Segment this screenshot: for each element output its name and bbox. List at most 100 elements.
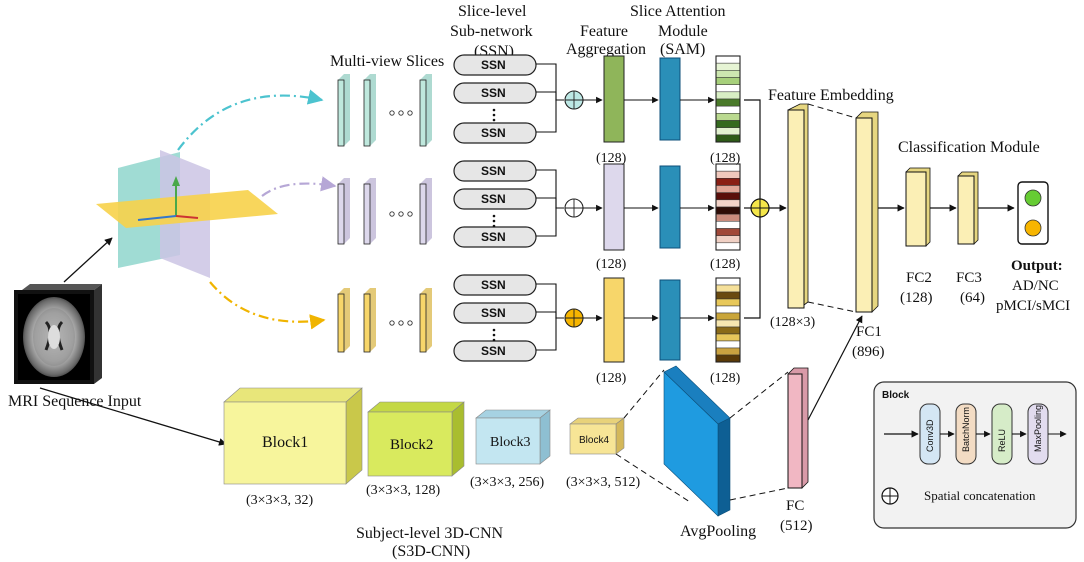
legend-pill-label: ReLU <box>997 429 1007 452</box>
attention-cell <box>715 105 741 114</box>
attention-cell <box>715 221 741 229</box>
attention-cell <box>715 277 741 286</box>
attention-cell <box>715 170 741 179</box>
feature-aggregation-bar <box>603 163 625 251</box>
ssn-pill <box>453 54 537 76</box>
ssn-label: SSN <box>481 58 506 72</box>
attention-bar <box>715 163 741 251</box>
fc-bar <box>787 373 803 489</box>
feature-embedding-label: Feature Embedding <box>768 87 894 104</box>
fc1-bar <box>855 117 873 313</box>
attention-cell <box>715 206 741 215</box>
attention-bar <box>715 55 741 143</box>
block2-label: Block2 <box>390 437 433 453</box>
attention-cell <box>715 298 741 307</box>
legend-pill-label: BatchNorm <box>961 407 971 452</box>
block4-cube <box>569 417 625 455</box>
ssn-label: SSN <box>481 192 506 206</box>
mri-to-cnn-arrow <box>39 387 227 446</box>
ellipsis-dot <box>389 320 395 326</box>
slice-plate <box>337 293 345 353</box>
slices-lavender <box>337 178 432 245</box>
att-dim-row1: (128) <box>710 151 741 166</box>
attention-cell <box>715 84 741 93</box>
legend-title: Block <box>882 390 910 401</box>
block1-cube <box>223 387 363 485</box>
output-line1: AD/NC <box>1012 278 1059 294</box>
ssn-pill <box>453 160 537 182</box>
feature-embedding-bar <box>787 109 805 309</box>
slice-plate <box>363 183 371 245</box>
ssn-title-line2: Sub-network <box>450 23 533 40</box>
att1-to-concat <box>744 99 761 199</box>
feature-aggregation-line1: Feature <box>580 23 628 40</box>
yellow-view-arrow <box>209 281 326 330</box>
sam-title-line2: Module <box>658 23 708 40</box>
attention-cell <box>715 340 741 349</box>
sam-title-line1: Slice Attention <box>630 3 726 20</box>
avgpooling-label: AvgPooling <box>680 523 756 540</box>
block1-label: Block1 <box>262 434 308 451</box>
fc1-dim: (896) <box>852 344 885 360</box>
attention-bar <box>715 277 741 363</box>
block2-cube <box>367 401 465 477</box>
attention-cell <box>715 70 741 78</box>
att-dim-row3: (128) <box>710 371 741 386</box>
fc1-label: FC1 <box>856 324 882 340</box>
ssn-label: SSN <box>481 306 506 320</box>
ellipsis-dot <box>407 211 413 217</box>
feature-embedding-dim: (128×3) <box>770 315 816 330</box>
attention-cell <box>715 319 741 328</box>
attention-cell <box>715 127 741 136</box>
attention-cell <box>715 185 741 193</box>
attention-cell <box>715 291 741 300</box>
slice-plate <box>419 183 427 245</box>
s3dcnn-title-line2: (S3D-CNN) <box>392 543 470 560</box>
ellipsis-dot <box>398 110 404 116</box>
attention-cell <box>715 113 741 121</box>
multi-view-slices-label: Multi-view Slices <box>330 53 444 70</box>
block2-dim: (3×3×3, 128) <box>366 483 440 498</box>
sam-bar <box>659 279 681 361</box>
sam-bar <box>659 165 681 249</box>
att-dim-row2: (128) <box>710 257 741 272</box>
ssn-label: SSN <box>481 164 506 178</box>
feature-aggregation-bar <box>603 55 625 143</box>
slice-plate <box>337 79 345 147</box>
ellipsis-dot <box>389 211 395 217</box>
sam-bar <box>659 57 681 141</box>
classification-module-label: Classification Module <box>898 139 1040 156</box>
attention-cell <box>715 228 741 236</box>
slice-plate <box>363 293 371 353</box>
ssn-pill <box>453 302 537 324</box>
attention-cell <box>715 312 741 321</box>
attention-cell <box>715 213 741 222</box>
attention-cell <box>715 98 741 107</box>
avgpooling-volume <box>663 365 731 517</box>
slice-plate <box>363 79 371 147</box>
mri-to-planes-arrow <box>63 237 113 283</box>
mri-volume <box>14 284 102 384</box>
fc3-dim: (64) <box>960 290 985 306</box>
fc-label: FC <box>786 498 804 514</box>
feature-aggregation-line2: Aggregation <box>566 41 646 58</box>
ssn-label: SSN <box>481 344 506 358</box>
ssn-pill <box>453 188 537 210</box>
legend-pill-label: MaxPooling <box>1033 405 1043 452</box>
slice-plate <box>337 183 345 245</box>
block3-dim: (3×3×3, 256) <box>470 475 544 490</box>
attention-cell <box>715 91 741 100</box>
slice-plate <box>419 293 427 353</box>
fa-dim-row1: (128) <box>596 151 627 166</box>
attention-cell <box>715 326 741 335</box>
orthogonal-planes <box>96 150 278 278</box>
att3-to-concat <box>744 217 761 319</box>
fc3-label: FC3 <box>956 270 982 286</box>
attention-cell <box>715 333 741 342</box>
feature-aggregation-bar <box>603 277 625 363</box>
attention-cell <box>715 178 741 186</box>
fc3-bar <box>957 175 975 245</box>
